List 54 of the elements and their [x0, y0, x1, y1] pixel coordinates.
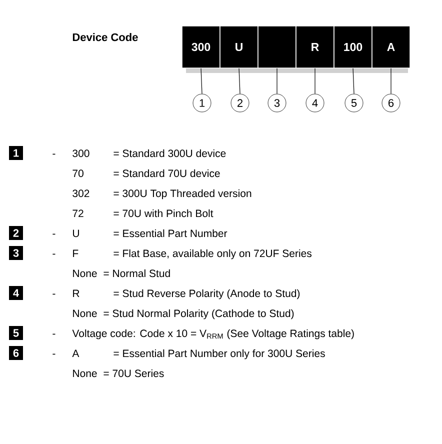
dash: -	[52, 154, 56, 155]
dash: -	[52, 234, 56, 235]
dash: -	[52, 354, 56, 355]
number-badge: 5	[9, 326, 23, 340]
connector-line	[390, 68, 392, 94]
code-text: U	[73, 230, 79, 238]
description-text: = Essential Part Number	[114, 229, 228, 238]
description-text: = 300U Top Threaded version	[114, 189, 252, 200]
description-text: = Stud Reverse Polarity (Anode to Stud)	[114, 289, 300, 300]
code-text: R	[73, 290, 80, 297]
description-text: = Flat Base, available only on 72UF Series	[114, 249, 312, 260]
description-text: = 70U Series	[104, 369, 164, 378]
number-badge: 1	[9, 146, 23, 160]
note-text: Voltage code: Code x 10 = V$_{RRM}$ (See Voltage Ratings table)	[72, 329, 354, 340]
code-text: F	[73, 250, 78, 257]
dash: -	[52, 334, 56, 335]
number-badge: 4	[9, 286, 23, 300]
code-text: None	[73, 270, 97, 278]
code-box: R	[296, 26, 334, 68]
code-box	[258, 26, 296, 68]
description-text: = Normal Stud	[104, 269, 170, 278]
code-box: 300	[182, 26, 220, 68]
dash: -	[52, 254, 56, 255]
callout-number: 2	[230, 94, 250, 112]
connector-line	[276, 68, 278, 94]
connector-line	[200, 68, 202, 94]
dash: -	[52, 294, 56, 295]
connector-line	[352, 68, 354, 94]
callout-number: 5	[344, 94, 364, 112]
description-text: = Standard 70U device	[114, 169, 220, 178]
number-badge: 3	[9, 246, 23, 260]
callout-number: 4	[306, 94, 324, 112]
code-text: 302	[72, 190, 90, 198]
description-text: = Essential Part Number only for 300U Series	[114, 349, 325, 360]
code-box: A	[372, 26, 410, 68]
code-text: A	[72, 350, 80, 357]
code-text: None	[73, 310, 97, 318]
code-text: 300	[72, 150, 90, 158]
number-badge: 6	[9, 346, 23, 360]
callout-number: 3	[268, 94, 286, 112]
description-text: = Standard 300U device	[114, 149, 226, 158]
code-text: None	[73, 370, 97, 378]
number-badge: 2	[9, 226, 23, 240]
callout-number: 1	[192, 94, 212, 112]
callout-number: 6	[382, 94, 400, 112]
code-text: 70	[72, 170, 84, 178]
heading: Device Code	[72, 33, 138, 42]
description-text: = Stud Normal Polarity (Cathode to Stud)	[104, 309, 294, 320]
code-text: 72	[72, 210, 84, 217]
connector-line	[238, 68, 240, 94]
connector-line	[314, 68, 316, 94]
description-text: = 70U with Pinch Bolt	[114, 209, 214, 218]
code-box: U	[220, 26, 258, 68]
code-box: 100	[334, 26, 372, 68]
